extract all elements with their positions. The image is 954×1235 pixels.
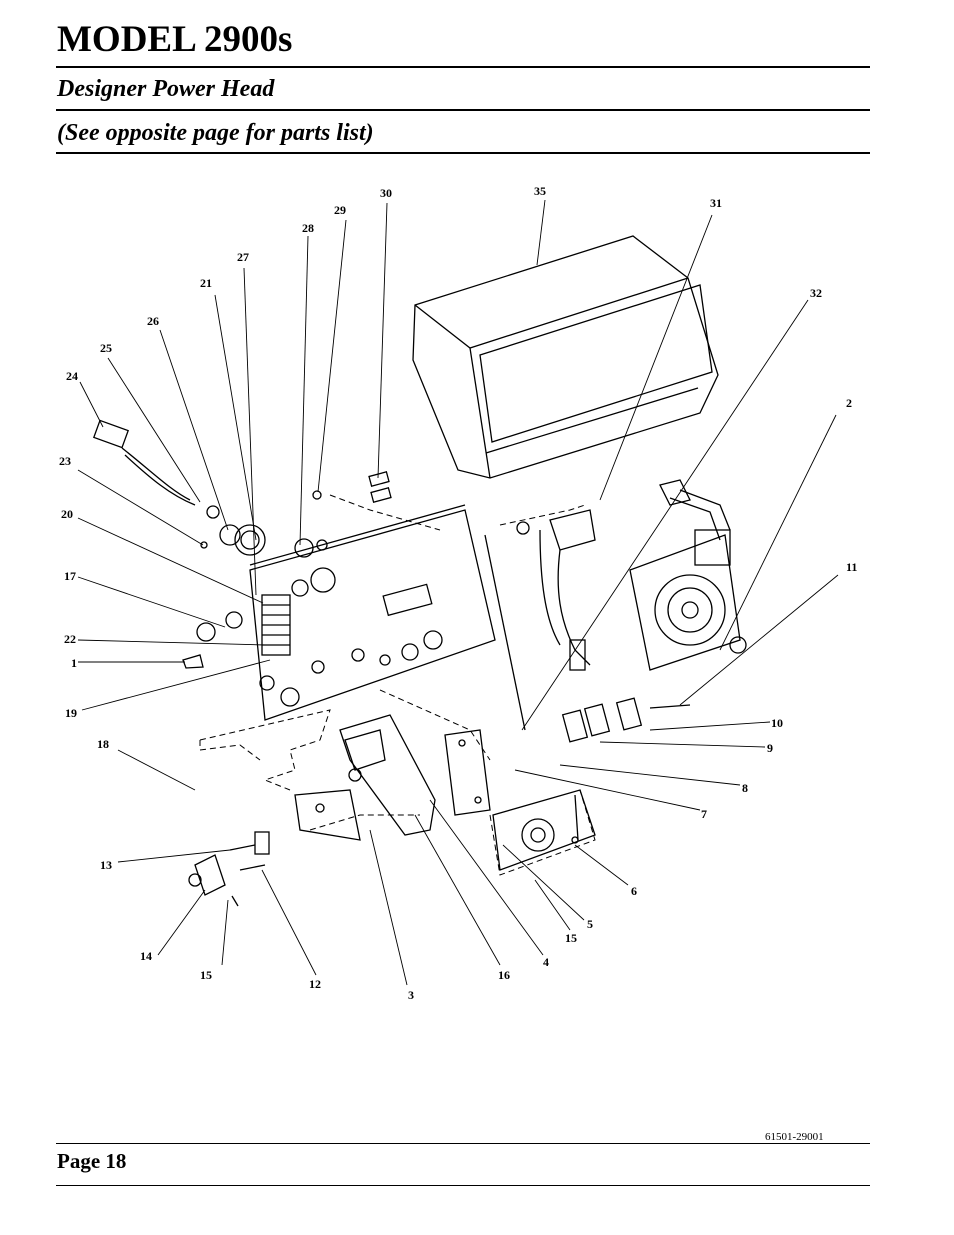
- callout-16: 16: [498, 968, 510, 982]
- cover-drawing: [412, 235, 719, 479]
- callout-19: 19: [65, 706, 77, 720]
- callout-32: 32: [810, 286, 822, 300]
- callout-4: 4: [543, 955, 549, 969]
- callout-6: 6: [631, 884, 637, 898]
- page-title: MODEL 2900s: [57, 19, 293, 60]
- callout-13: 13: [100, 858, 112, 872]
- callout-9: 9: [767, 741, 773, 755]
- drawing-number: 61501-29001: [765, 1131, 824, 1143]
- leader-lines: [77, 199, 839, 986]
- harness-drawing: [92, 419, 196, 506]
- footer-rule-top: [56, 1143, 870, 1144]
- terminal-block-drawing: [261, 594, 291, 656]
- callout-15-right: 15: [565, 931, 577, 945]
- page-number: Page 18: [57, 1149, 127, 1173]
- switch-assembly-drawing: [561, 697, 691, 743]
- title-rule: [56, 66, 870, 68]
- control-panel-drawing: [249, 504, 496, 721]
- callout-22: 22: [64, 632, 76, 646]
- callout-15-left: 15: [200, 968, 212, 982]
- callout-21: 21: [200, 276, 212, 290]
- gear-motor-drawing: [339, 714, 436, 836]
- callout-18: 18: [97, 737, 109, 751]
- callout-8: 8: [742, 781, 748, 795]
- subtitle-rule: [56, 109, 870, 111]
- callout-30: 30: [380, 186, 392, 200]
- callout-3: 3: [408, 988, 414, 1002]
- callout-25: 25: [100, 341, 112, 355]
- callout-5: 5: [587, 917, 593, 931]
- note-rule: [56, 152, 870, 154]
- callout-26: 26: [147, 314, 159, 328]
- callout-10: 10: [771, 716, 783, 730]
- footer-rule-bottom: [56, 1185, 870, 1186]
- callout-2: 2: [846, 396, 852, 410]
- callout-12: 12: [309, 977, 321, 991]
- section-subtitle: Designer Power Head: [57, 76, 275, 102]
- callout-24: 24: [66, 369, 78, 383]
- callout-28: 28: [302, 221, 314, 235]
- callout-labels: 35 30 31 29 28 27 21 32 26 25 24 2 23 20…: [59, 184, 857, 1002]
- callout-11: 11: [846, 560, 857, 574]
- callout-1: 1: [71, 656, 77, 670]
- callout-20: 20: [61, 507, 73, 521]
- callout-31: 31: [710, 196, 722, 210]
- callout-35: 35: [534, 184, 546, 198]
- callout-27: 27: [237, 250, 249, 264]
- callout-7: 7: [701, 807, 707, 821]
- callout-17: 17: [64, 569, 76, 583]
- callout-29: 29: [334, 203, 346, 217]
- callout-23: 23: [59, 454, 71, 468]
- parts-list-note: (See opposite page for parts list): [57, 120, 374, 146]
- callout-14: 14: [140, 949, 152, 963]
- timer-drawing: [629, 479, 747, 671]
